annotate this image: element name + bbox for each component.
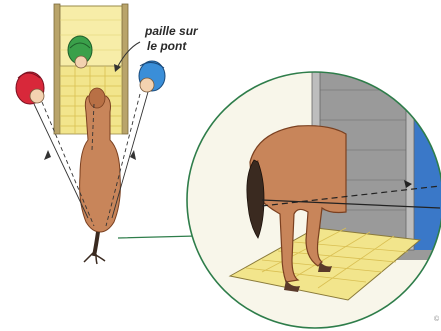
handler-right-icon [139, 61, 165, 92]
copyright-mark: © [434, 316, 439, 323]
caption-line-2: le pont [147, 39, 186, 53]
magnifier-view [180, 70, 441, 331]
handler-left-icon [16, 72, 44, 104]
trailer-interior [412, 120, 441, 250]
caption-line-1: paille sur [145, 24, 198, 38]
